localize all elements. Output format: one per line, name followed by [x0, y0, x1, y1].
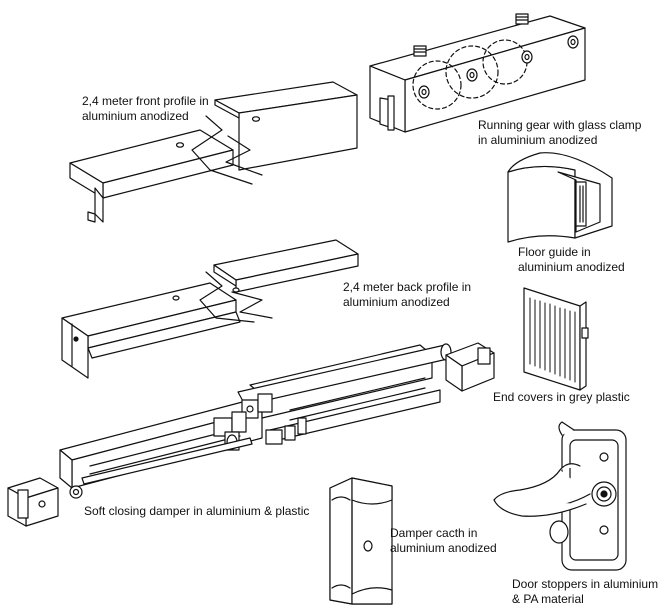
- back-profile-label-line-2: aluminium anodized: [343, 295, 450, 309]
- front-profile-part: [69, 81, 358, 223]
- back-profile-label-line-1: 2,4 meter back profile in: [343, 280, 472, 294]
- floor-guide-part: [507, 152, 613, 243]
- running-gear-label-line-2: in aluminium anodized: [478, 133, 598, 147]
- damper-catch-label: Damper cacth in aluminium anodized: [390, 526, 497, 556]
- floor-guide-label-line-1: Floor guide in: [518, 245, 591, 259]
- floor-guide-label: Floor guide in aluminium anodized: [518, 245, 625, 275]
- damper-catch-part: [329, 477, 393, 605]
- back-profile-label: 2,4 meter back profile in aluminium anod…: [343, 280, 471, 310]
- door-stoppers-label-line-1: Door stoppers in aluminium: [512, 577, 659, 591]
- damper-catch-label-line-1: Damper cacth in: [390, 526, 478, 540]
- door-stopper-part: [493, 421, 627, 571]
- running-gear-label-line-1: Running gear with glass clamp: [478, 118, 642, 132]
- running-gear-part: [369, 13, 586, 133]
- front-profile-label-line-2: aluminium anodized: [82, 109, 189, 123]
- front-profile-label-line-1: 2,4 meter front profile in: [82, 94, 209, 108]
- end-covers-label: End covers in grey plastic: [493, 390, 630, 405]
- running-gear-label: Running gear with glass clamp in alumini…: [478, 118, 641, 148]
- damper-label: Soft closing damper in aluminium & plast…: [84, 504, 309, 519]
- damper-catch-label-line-2: aluminium anodized: [390, 541, 497, 555]
- back-profile-part: [61, 239, 359, 379]
- end-covers-label-line-1: End covers in grey plastic: [493, 390, 630, 404]
- damper-label-line-1: Soft closing damper in aluminium & plast…: [84, 504, 310, 518]
- front-profile-label: 2,4 meter front profile in aluminium ano…: [82, 94, 209, 124]
- soft-closing-damper-part: [7, 342, 495, 527]
- floor-guide-label-line-2: aluminium anodized: [518, 260, 625, 274]
- door-stoppers-label-line-2: & PA material: [512, 592, 584, 606]
- end-cover-part: [523, 287, 589, 391]
- door-stoppers-label: Door stoppers in aluminium & PA material: [512, 577, 658, 607]
